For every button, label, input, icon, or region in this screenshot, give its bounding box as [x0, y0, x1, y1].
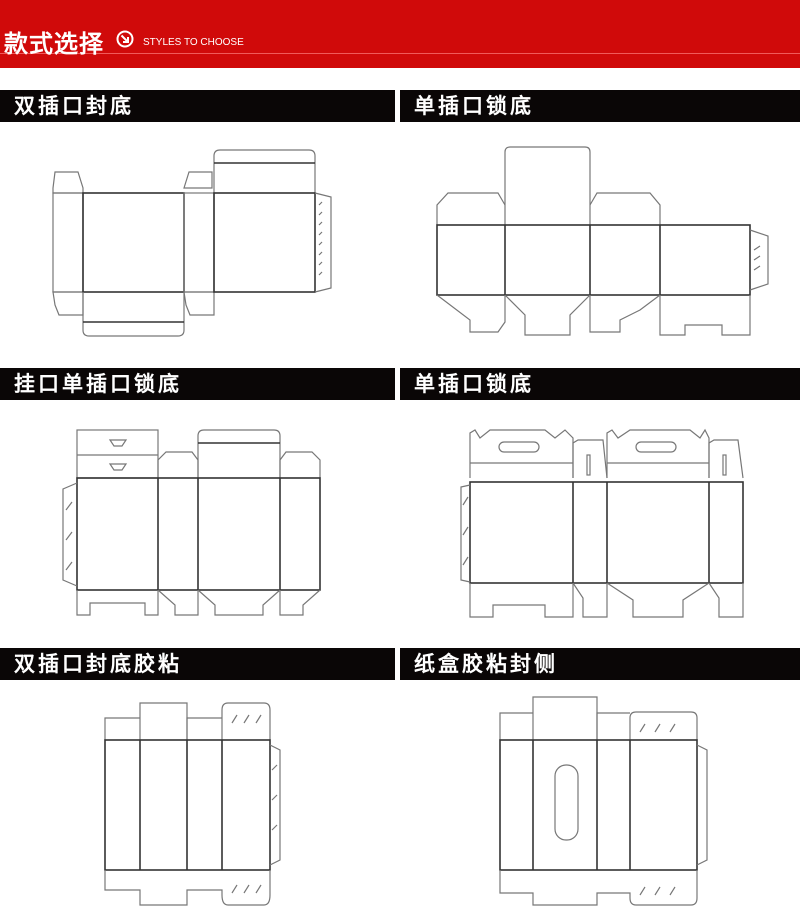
dieline-2-image: [436, 146, 769, 336]
style-banner-3: 挂口单插口锁底: [0, 368, 395, 400]
header-subtitle: STYLES TO CHOOSE: [143, 37, 244, 48]
dieline-6-image: [499, 696, 708, 906]
header-title: 款式选择: [4, 30, 104, 58]
header-divider: [0, 53, 800, 54]
dieline-5-image: [104, 702, 281, 906]
dieline-3-image: [62, 429, 321, 616]
dieline-1-image: [52, 149, 332, 337]
style-banner-5: 双插口封底胶粘: [0, 648, 395, 680]
style-banner-6: 纸盒胶粘封侧: [400, 648, 800, 680]
header-bar: 款式选择 STYLES TO CHOOSE: [0, 0, 800, 68]
style-banner-2: 单插口锁底: [400, 90, 800, 122]
style-banner-4: 单插口锁底: [400, 368, 800, 400]
dieline-4-image: [460, 428, 744, 618]
circle-arrow-down-right-icon: [116, 30, 134, 48]
style-banner-1: 双插口封底: [0, 90, 395, 122]
